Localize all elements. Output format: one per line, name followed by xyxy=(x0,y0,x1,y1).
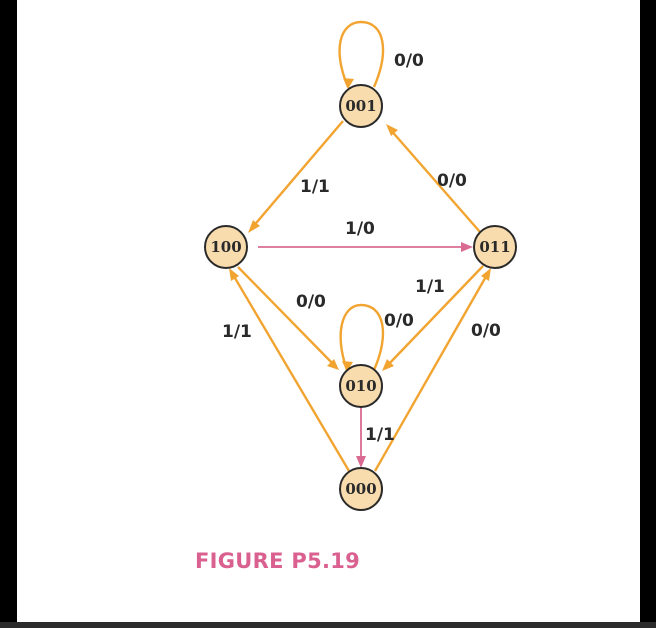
state-001-label: 001 xyxy=(345,97,376,115)
label-000-100: 1/1 xyxy=(222,322,252,342)
label-011-001: 0/0 xyxy=(437,171,467,191)
label-000-011: 0/0 xyxy=(471,321,501,341)
label-001-100: 1/1 xyxy=(300,177,330,197)
state-000: 000 xyxy=(339,467,383,511)
arrowhead-001-100 xyxy=(248,220,260,233)
edge-000-011 xyxy=(373,272,490,472)
state-011-label: 011 xyxy=(479,238,510,256)
edge-011-010 xyxy=(385,265,484,368)
arrowhead-self-001 xyxy=(343,78,354,89)
state-010-label: 010 xyxy=(345,377,376,395)
edge-self-001 xyxy=(338,20,385,88)
edge-001-100 xyxy=(250,120,344,230)
arrowhead-011-010 xyxy=(382,359,394,371)
arrowhead-010-000 xyxy=(356,456,366,468)
edge-100-010 xyxy=(237,266,337,368)
arrowhead-100-011 xyxy=(461,242,473,252)
figure-caption: FIGURE P5.19 xyxy=(195,549,361,573)
arrowhead-self-010 xyxy=(342,361,353,372)
state-100-label: 100 xyxy=(210,238,241,256)
arrowhead-000-100 xyxy=(229,268,239,281)
state-011: 011 xyxy=(473,225,517,269)
state-001: 001 xyxy=(339,84,383,128)
edge-000-100 xyxy=(230,272,351,472)
bottom-strip xyxy=(0,622,656,628)
label-010-000: 1/1 xyxy=(365,425,395,445)
arrowhead-100-010 xyxy=(327,359,339,370)
figure-canvas xyxy=(17,0,640,622)
label-self-010: 0/0 xyxy=(384,311,414,331)
state-010: 010 xyxy=(339,364,383,408)
label-011-010: 1/1 xyxy=(415,277,445,297)
state-000-label: 000 xyxy=(345,480,376,498)
state-100: 100 xyxy=(204,225,248,269)
label-100-011: 1/0 xyxy=(345,219,375,239)
label-100-010: 0/0 xyxy=(296,292,326,312)
label-self-001: 0/0 xyxy=(394,51,424,71)
edge-self-010 xyxy=(339,303,385,371)
arrowhead-000-011 xyxy=(481,268,491,281)
edge-011-001 xyxy=(388,127,481,233)
arrowhead-011-001 xyxy=(386,124,398,136)
